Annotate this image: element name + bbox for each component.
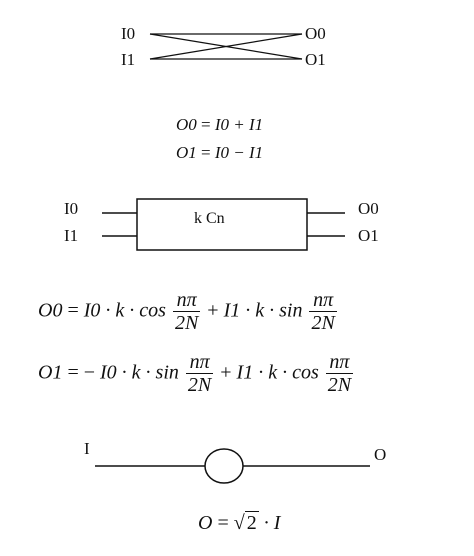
plus-sign: + [220, 361, 232, 384]
fraction: nπ 2N [325, 352, 354, 396]
butterfly-equation-1: O1 = I0 − I1 [176, 144, 263, 161]
eq-lhs: O0 [176, 115, 197, 134]
rotator-equation-1: O1 = − I0 · k · sin nπ 2N + I1 · k · cos… [38, 352, 355, 396]
eq-lhs: O0 [38, 299, 63, 322]
butterfly-input-0-label: I0 [121, 24, 136, 43]
eq-term-2: I1 · k · cos [236, 361, 319, 384]
scaler-node [204, 448, 244, 484]
rotator-output-0-label: O0 [358, 199, 379, 218]
fraction-numerator: nπ [325, 352, 354, 374]
fraction-denominator: 2N [327, 374, 352, 396]
butterfly-cross-up [149, 33, 303, 60]
eq-term-1: I0 · k · sin [100, 361, 179, 384]
butterfly-output-0-label: O0 [305, 24, 326, 43]
fraction-numerator: nπ [172, 290, 201, 312]
scaler-equation: O = √2 · I [198, 511, 281, 534]
eq-term-2: I1 · k · sin [223, 299, 303, 322]
fraction-denominator: 2N [311, 312, 335, 334]
fraction: nπ 2N [172, 290, 201, 334]
rotator-equation-0: O0 = I0 · k · cos nπ 2N + I1 · k · sin n… [38, 290, 339, 334]
rotator-input-1-label: I1 [64, 226, 79, 245]
eq-rhs: I0 − I1 [214, 143, 264, 162]
fraction-numerator: nπ [185, 352, 214, 374]
scaler-input-label: I [84, 439, 90, 458]
scaler-diagram [95, 448, 370, 484]
butterfly-output-1-label: O1 [305, 50, 326, 69]
sqrt-argument: 2 [244, 511, 259, 534]
rotator-box [136, 198, 308, 251]
fraction: nπ 2N [185, 352, 214, 396]
scaler-output-label: O [374, 445, 387, 464]
eq-rhs: · I [263, 512, 281, 534]
eq-lhs: O1 [176, 143, 197, 162]
eq-sign: = [201, 143, 211, 162]
eq-rhs: I0 + I1 [214, 115, 264, 134]
rotator-diagram [102, 198, 345, 251]
eq-term-1: I0 · k · cos [83, 299, 166, 322]
fraction: nπ 2N [309, 290, 337, 334]
eq-sign: = − [67, 361, 96, 384]
eq-sign: = [201, 115, 211, 134]
fraction-denominator: 2N [187, 374, 212, 396]
butterfly-equation-0: O0 = I0 + I1 [176, 116, 263, 133]
eq-lhs: O [198, 512, 213, 534]
eq-sign: = [217, 512, 229, 534]
rotator-input-0-label: I0 [64, 199, 79, 218]
butterfly-diagram [149, 33, 303, 60]
eq-sign: = [67, 299, 79, 322]
rotator-output-1-label: O1 [358, 226, 379, 245]
eq-lhs: O1 [38, 361, 63, 384]
fraction-denominator: 2N [174, 312, 199, 334]
sqrt-symbol: √ [233, 512, 245, 534]
fraction-numerator: nπ [309, 290, 337, 312]
plus-sign: + [207, 299, 219, 322]
butterfly-input-1-label: I1 [121, 50, 136, 69]
rotator-box-label: k Cn [194, 210, 225, 227]
